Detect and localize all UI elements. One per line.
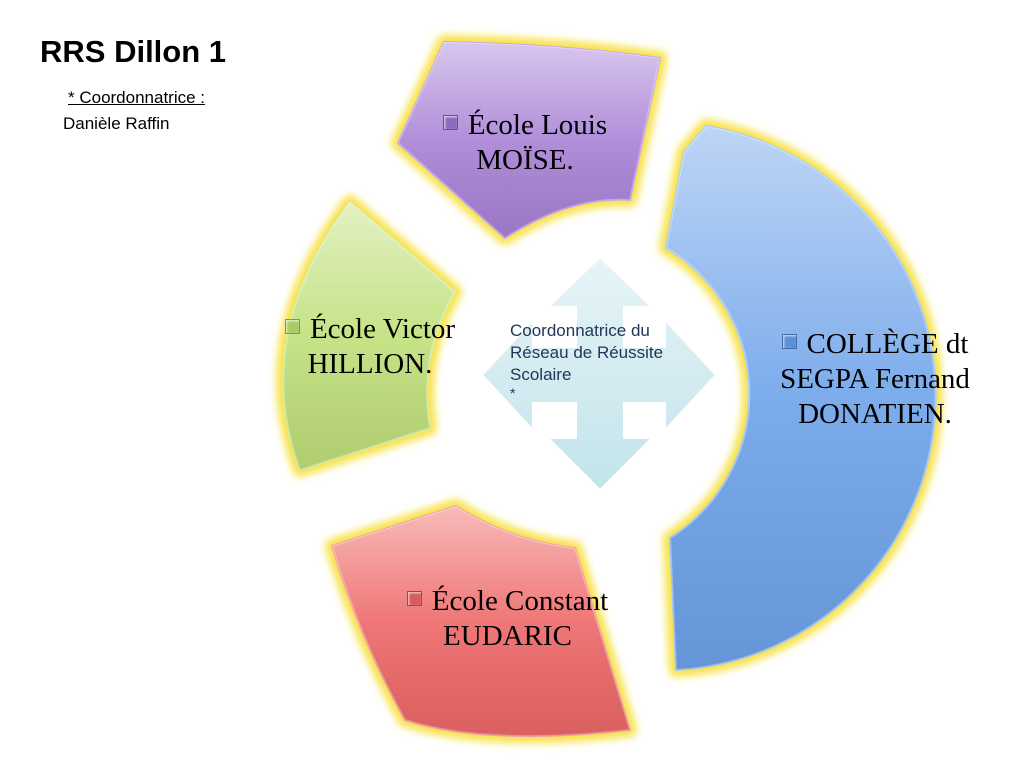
segment-label-victor-text: École Victor HILLION. [307, 313, 456, 380]
center-label: Coordonnatrice du Réseau de Réussite Sco… [510, 320, 690, 400]
center-arrows [481, 256, 717, 491]
segment-eudaric-shine [332, 506, 630, 737]
segment-label-victor: École Victor HILLION. [255, 312, 485, 382]
segment-label-college: COLLÈGE dt SEGPA Fernand DONATIEN. [765, 327, 985, 431]
four-way-arrow-shine [482, 257, 716, 490]
segment-label-college-text: COLLÈGE dt SEGPA Fernand DONATIEN. [780, 328, 970, 430]
segment-college [659, 119, 943, 677]
segment-eudaric [325, 499, 637, 744]
coordinator-name: Danièle Raffin [63, 114, 170, 133]
segment-label-louis-text: École Louis MOÏSE. [467, 109, 608, 176]
page-title: RRS Dillon 1 [40, 34, 227, 69]
segment-victor [276, 195, 462, 477]
center-label-text: Coordonnatrice du Réseau de Réussite Sco… [510, 321, 664, 385]
coordinator-heading-suffix: : [195, 88, 206, 107]
square-bullet-icon [406, 591, 422, 606]
center-label-star: * [510, 385, 516, 402]
segment-louis-shine [398, 42, 660, 238]
square-bullet-icon [284, 319, 300, 334]
square-bullet-icon [781, 334, 797, 349]
segment-label-eudaric: École Constant EUDARIC [395, 584, 620, 654]
segment-label-eudaric-text: École Constant EUDARIC [431, 585, 609, 652]
coordinator-heading-text: * Coordonnatrice [68, 88, 196, 107]
segment-victor-shine [283, 202, 455, 470]
segment-louis [391, 35, 667, 245]
square-bullet-icon [442, 115, 458, 130]
segment-label-louis: École Louis MOÏSE. [405, 108, 645, 178]
segment-college-shine [666, 126, 936, 670]
coordinator-heading: * Coordonnatrice : [68, 88, 205, 108]
